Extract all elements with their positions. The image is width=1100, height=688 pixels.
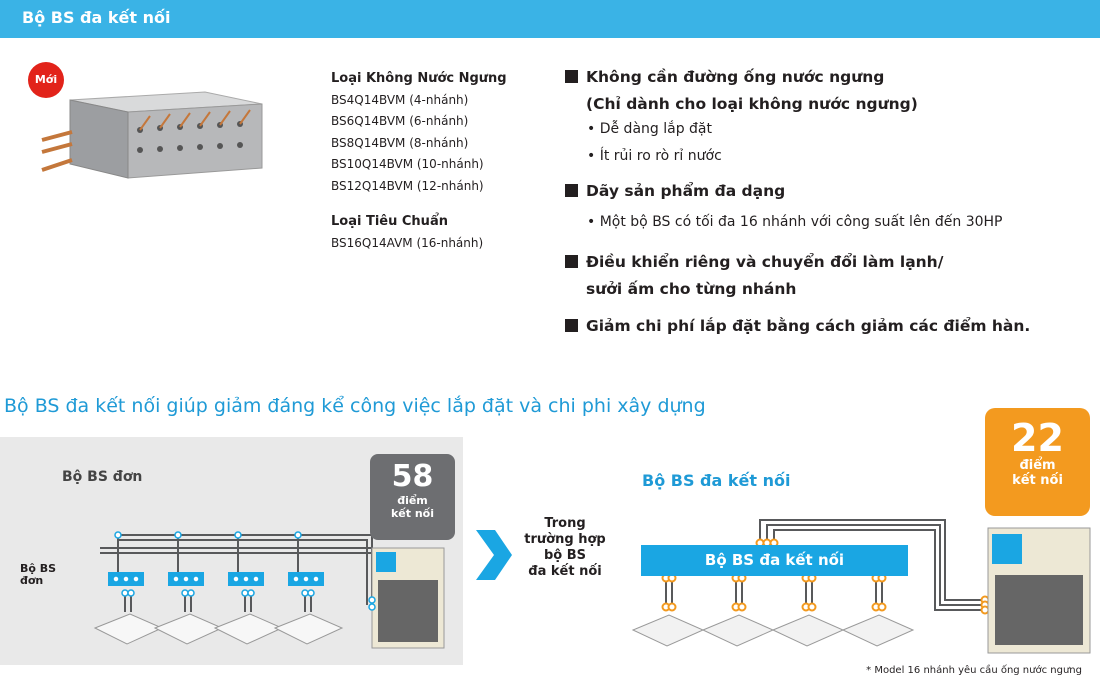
middle-caption: Trong trường hợp bộ BS đa kết nối	[510, 516, 620, 580]
model-group1-title: Loại Không Nước Ngưng	[331, 71, 507, 86]
header-bar: Bộ BS đa kết nối	[0, 0, 1100, 38]
multi-count: 22	[1011, 416, 1064, 460]
square-bullet-icon	[565, 319, 578, 332]
feature-3: Điều khiển riêng và chuyển đổi làm lạnh/	[586, 253, 944, 271]
model-group2-title: Loại Tiêu Chuẩn	[331, 214, 448, 229]
feature-4: Giảm chi phí lắp đặt bằng cách giảm các …	[586, 317, 1031, 335]
middle-line-3: bộ BS	[543, 548, 587, 563]
single-count: 58	[391, 459, 434, 494]
header-title: Bộ BS đa kết nối	[22, 8, 171, 27]
multi-outdoor-unit	[987, 527, 1091, 654]
feature-1-bullet-1: • Dễ dàng lắp đặt	[587, 121, 712, 137]
section-title: Bộ BS đa kết nối giúp giảm đáng kể công …	[4, 395, 706, 417]
feature-1-bullet-2: • Ít rủi ro rò rỉ nước	[587, 148, 722, 164]
multi-indoor-units	[631, 614, 915, 647]
multi-unit-2: kết nối	[1012, 473, 1063, 488]
arrow-right-icon	[476, 530, 512, 580]
single-unit-1: điểm	[397, 494, 428, 507]
multi-count-box: 22 điểm kết nối	[985, 408, 1090, 516]
multi-unit-1: điểm	[1019, 458, 1056, 473]
footnote: * Model 16 nhánh yêu cầu ống nước ngưng	[866, 665, 1082, 676]
model-list: Loại Không Nước Ngưng BS4Q14BVM (4-nhánh…	[331, 68, 507, 254]
model-item: BS4Q14BVM (4-nhánh)	[331, 92, 469, 107]
multi-bs-label: Bộ BS đa kết nối	[642, 471, 791, 490]
bs-single-callout-line1: Bộ BS	[20, 562, 57, 575]
multi-bs-bar: Bộ BS đa kết nối	[641, 545, 908, 576]
new-badge: Mới	[28, 62, 64, 98]
bs-single-callout: Bộ BS đơn	[20, 563, 56, 587]
feature-3-sub: sưởi ấm cho từng nhánh	[586, 280, 797, 298]
model-item: BS6Q14BVM (6-nhánh)	[331, 114, 469, 128]
middle-line-4: đa kết nối	[528, 564, 602, 579]
single-unit-2: kết nối	[390, 507, 435, 520]
feature-2-bullet-1: • Một bộ BS có tối đa 16 nhánh với công …	[587, 214, 1003, 230]
feature-1-sub: (Chỉ dành cho loại không nước ngưng)	[586, 95, 918, 113]
feature-2: Dãy sản phẩm đa dạng	[586, 182, 786, 200]
feature-1: Không cần đường ống nước ngưng	[586, 68, 885, 86]
single-bs-label: Bộ BS đơn	[62, 469, 143, 485]
square-bullet-icon	[565, 70, 578, 83]
model-item: BS8Q14BVM (8-nhánh)	[331, 135, 469, 150]
middle-line-2: trường hợp	[524, 532, 606, 547]
model-item: BS12Q14BVM (12-nhánh)	[331, 178, 484, 193]
bs-single-callout-line2: đơn	[20, 574, 44, 587]
single-count-box: 58 điểm kết nối	[370, 454, 455, 540]
multi-bs-piping	[665, 519, 985, 611]
square-bullet-icon	[565, 184, 578, 197]
model-item: BS10Q14BVM (10-nhánh)	[331, 157, 484, 171]
model-item: BS16Q14AVM (16-nhánh)	[331, 235, 484, 250]
bs-unit-image	[41, 91, 263, 179]
middle-line-1: Trong	[544, 516, 586, 531]
square-bullet-icon	[565, 255, 578, 268]
